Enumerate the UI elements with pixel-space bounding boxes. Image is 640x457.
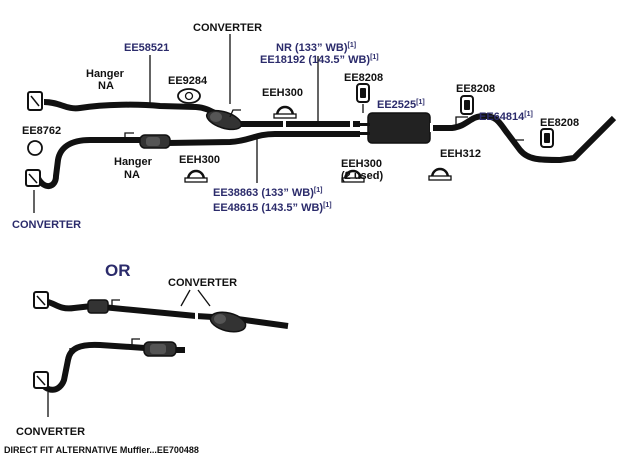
- upper-pipe-run: [43, 99, 360, 127]
- part-eeh300-label-c: EEH300: [341, 158, 382, 170]
- converter-top-label: CONVERTER: [193, 22, 262, 34]
- part-eeh312-label: EEH312: [440, 148, 481, 160]
- or-label: OR: [105, 261, 131, 280]
- alt-resonator: [87, 299, 109, 314]
- converter-left-label: CONVERTER: [12, 219, 81, 231]
- tailpipe-run: [433, 113, 617, 163]
- catalytic-converter-lower: [139, 134, 171, 149]
- hanger-bracket-icon: [124, 104, 524, 148]
- part-nr-133-label: NR (133” WB)[1]: [276, 42, 356, 54]
- alt-catalytic-converter-lower: [143, 341, 177, 357]
- part-ee8762-label: EE8762: [22, 125, 61, 137]
- flange-gasket-icon: [177, 88, 201, 104]
- part-ee58521-label: EE58521: [124, 42, 169, 54]
- part-ee9284-label: EE9284: [168, 75, 208, 87]
- part-ee18192-label: EE18192 (143.5” WB)[1]: [260, 54, 379, 66]
- rubber-hanger-icon: [356, 83, 554, 148]
- converter-bottom-label: CONVERTER: [16, 426, 85, 438]
- front-flange-lower: [25, 169, 41, 187]
- muffler: [360, 112, 431, 144]
- footer-note: DIRECT FIT ALTERNATIVE Muffler...EE70048…: [4, 445, 199, 455]
- alt-hanger-bracket-icon: [111, 299, 120, 306]
- alt-front-flange-upper: [33, 291, 49, 309]
- alt-catalytic-converter-upper: [209, 311, 247, 333]
- part-ee64814-label: EE64814[1]: [479, 111, 533, 123]
- clamp-icon: [283, 120, 433, 132]
- part-eeh300-label-a: EEH300: [262, 87, 303, 99]
- part-eeh300-label-b: EEH300: [179, 154, 220, 166]
- hanger-na-label-2: Hanger: [114, 156, 153, 168]
- alt-leader-lines: [47, 289, 211, 417]
- hanger-na-label-2b: NA: [124, 169, 140, 181]
- front-flange-upper: [27, 91, 43, 111]
- alt-clamp-icon: [195, 311, 198, 321]
- alt-front-flange-lower: [33, 371, 49, 389]
- part-ee2525-label: EE2525[1]: [377, 99, 425, 111]
- converter-alt-label: CONVERTER: [168, 277, 237, 289]
- part-ee38863-label: EE38863 (133” WB)[1]: [213, 187, 322, 199]
- alt-hanger-bracket-icon-2: [69, 338, 140, 356]
- leader-lines: [33, 34, 319, 213]
- hanger-na-label-1: Hanger: [86, 68, 125, 80]
- part-ee48615-label: EE48615 (143.5” WB)[1]: [213, 202, 332, 214]
- part-ee8208-label-a: EE8208: [344, 72, 383, 84]
- part-ee8208-label-b: EE8208: [456, 83, 495, 95]
- u-clamp-icon: [184, 105, 452, 183]
- part-ee8208-label-c: EE8208: [540, 117, 579, 129]
- lower-pipe-run: [35, 131, 360, 189]
- gasket-ring-icon: [27, 140, 43, 156]
- part-eeh300-used-label: (2 used): [341, 170, 384, 182]
- alt-upper-pipe-run: [47, 299, 289, 329]
- catalytic-converter-upper: [205, 109, 243, 131]
- hanger-na-label-1b: NA: [98, 80, 114, 92]
